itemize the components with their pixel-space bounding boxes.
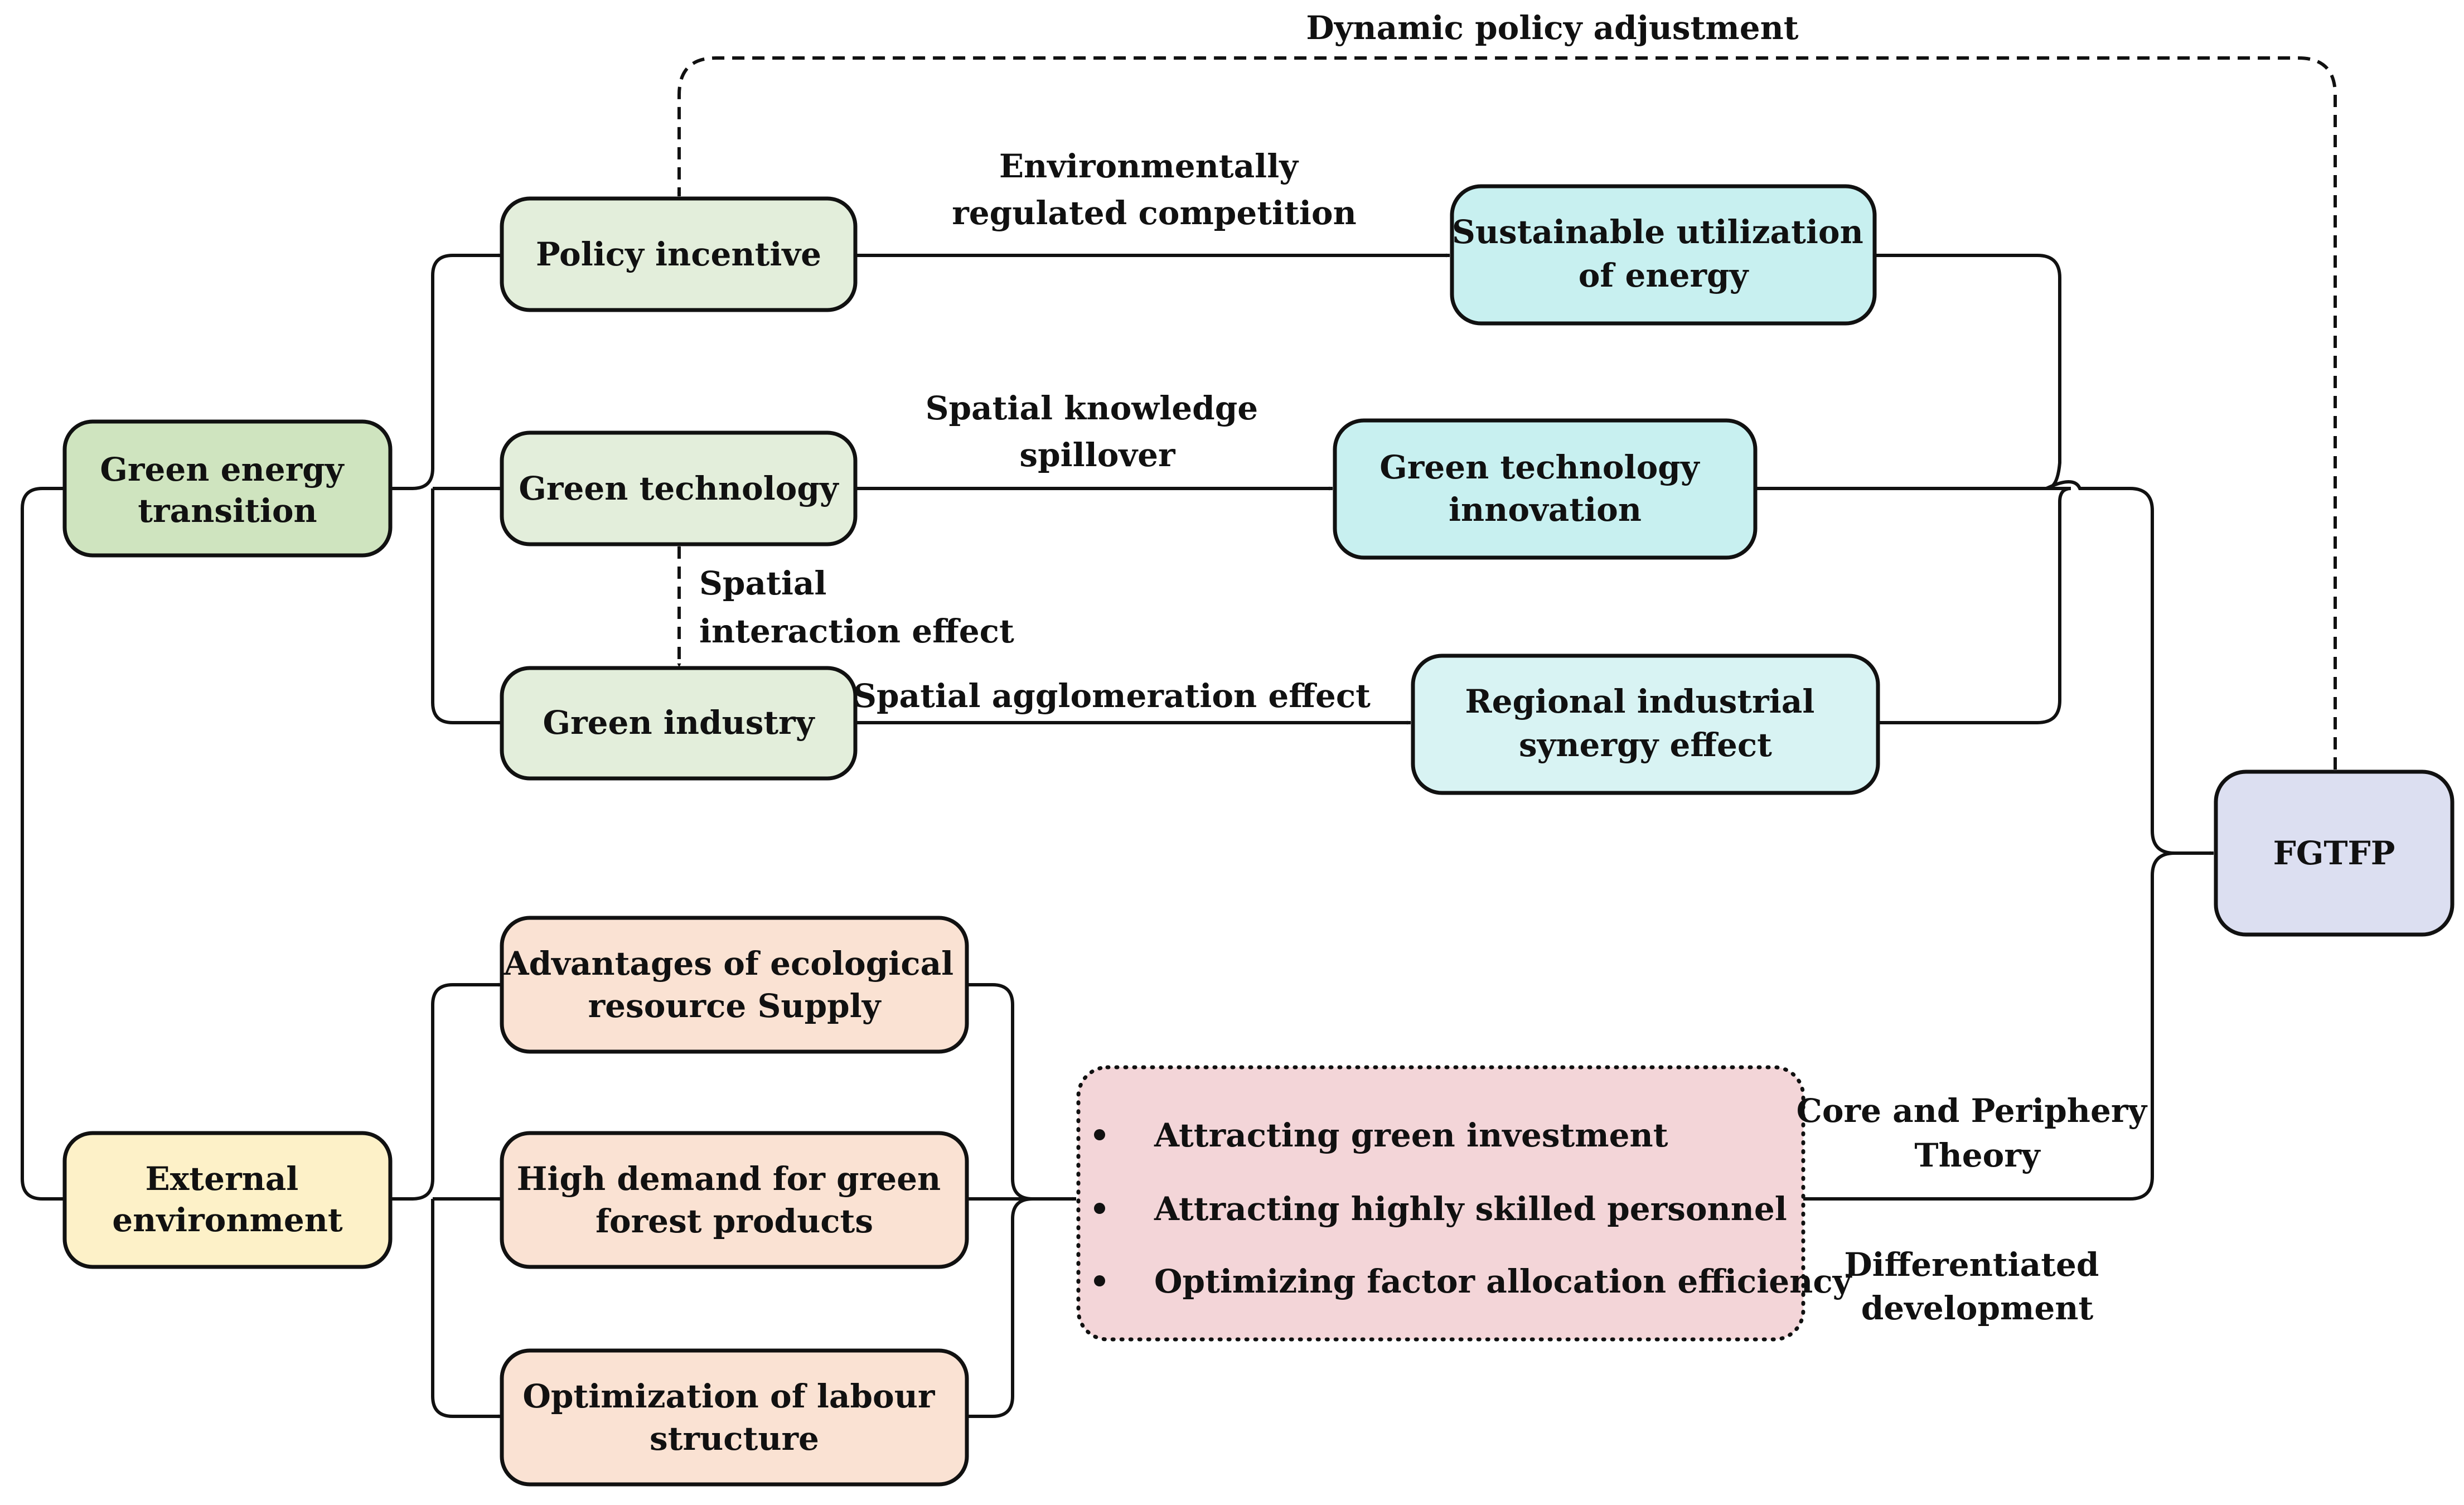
svg-text:Green energy transition: Green energy transition	[100, 451, 355, 530]
svg-text:FGTFP: FGTFP	[2273, 834, 2395, 872]
edge-label-line-1: Core and Periphery	[1797, 1092, 2148, 1130]
svg-text:Policy incentive: Policy incentive	[536, 235, 821, 273]
node-label-line-2: synergy effect	[1519, 726, 1772, 764]
svg-text:Regional industrial syne: Regional industrial synergy effect	[1465, 683, 1826, 764]
bullet-item: Optimizing factor allocation efficiency	[1154, 1262, 1853, 1300]
node-green-energy-transition[interactable]: Green energy transition	[62, 419, 393, 558]
edge-dynamic-feedback	[677, 56, 2337, 770]
node-label-line-1: Green industry	[543, 704, 816, 742]
edge-orange-merge	[967, 983, 1076, 1418]
node-fgtfp[interactable]: FGTFP	[2214, 770, 2455, 937]
node-external-environment[interactable]: External environment	[62, 1131, 393, 1269]
bullet-dot-1	[1094, 1129, 1105, 1140]
svg-text:Sustainable utilization: Sustainable utilization of energy	[1452, 213, 1875, 294]
node-policy-incentive[interactable]: Policy incentive	[500, 196, 858, 312]
node-labour-structure[interactable]: Optimization of labour structure	[500, 1348, 969, 1487]
edge-label-line-2: interaction effect	[699, 612, 1014, 650]
svg-text:Advantages of ecological: Advantages of ecological resource Supply	[504, 945, 965, 1025]
node-green-forest-demand[interactable]: High demand for green forest products	[500, 1131, 969, 1269]
label-environmentally-regulated-competition: Environmentally regulated competition	[952, 147, 1357, 232]
label-dynamic-policy-adjustment: Dynamic policy adjustment	[1306, 9, 1798, 47]
node-green-technology[interactable]: Green technology	[500, 430, 858, 546]
node-label-line-2: of energy	[1579, 257, 1750, 294]
node-label-line-1: Green technology	[519, 470, 840, 507]
svg-text:Green industry: Green industry	[543, 704, 816, 742]
edge-label-line-1: Spatial	[699, 564, 826, 602]
label-spatial-interaction-effect: Spatial interaction effect	[699, 564, 1014, 650]
node-green-industry[interactable]: Green industry	[500, 666, 858, 781]
edge-label-line-2: development	[1861, 1289, 2094, 1327]
bullet-box[interactable]: Attracting green investment Attracting h…	[1076, 1065, 1853, 1342]
bullet-item: Attracting highly skilled personnel	[1154, 1190, 1787, 1228]
node-label-line-1: FGTFP	[2273, 834, 2395, 872]
node-label-line-2: forest products	[596, 1202, 873, 1240]
svg-text:External environment: External environment	[112, 1160, 343, 1239]
svg-text:Attracting green investment: Attracting green investment Attracting h…	[1154, 1116, 1853, 1300]
edge-label-line-2: spillover	[1019, 436, 1176, 474]
node-label-line-2: environment	[112, 1201, 343, 1239]
label-spatial-agglomeration-effect: Spatial agglomeration effect	[853, 677, 1371, 715]
node-label-line-1: Green technology	[1379, 448, 1701, 486]
edge-outcomes-merge	[1875, 254, 2071, 724]
svg-text:High demand for green fo: High demand for green forest products	[517, 1160, 952, 1240]
svg-text:Green technology innovat: Green technology innovation	[1379, 448, 1710, 529]
bullet-dot-2	[1094, 1203, 1105, 1214]
label-spatial-knowledge-spillover: Spatial knowledge spillover	[926, 389, 1270, 474]
label-differentiated-development: Differentiated development	[1844, 1246, 2110, 1327]
node-green-technology-innovation[interactable]: Green technology innovation	[1333, 418, 1758, 560]
edge-bullet-box-to-fgtfp	[1803, 851, 2175, 1201]
edge-label-line-1: Differentiated	[1844, 1246, 2099, 1284]
node-label-line-1: Green energy	[100, 451, 345, 488]
node-label-line-1: Policy incentive	[536, 235, 821, 273]
node-label-line-2: structure	[650, 1420, 819, 1458]
edge-innovation-to-fgtfp	[1755, 480, 2214, 855]
bullet-dot-3	[1094, 1275, 1105, 1286]
node-label-line-1: Advantages of ecological	[504, 945, 954, 983]
node-label-line-2: resource Supply	[588, 987, 882, 1025]
node-sustainable-utilization[interactable]: Sustainable utilization of energy	[1450, 184, 1877, 326]
svg-text:Green technology: Green technology	[519, 470, 840, 507]
edge-external-trunk	[390, 983, 502, 1418]
svg-text:Optimization of labour s: Optimization of labour structure	[522, 1377, 946, 1458]
label-core-periphery-theory: Core and Periphery Theory	[1797, 1092, 2158, 1174]
edge-transition-trunk	[390, 254, 502, 724]
node-label-line-1: High demand for green	[517, 1160, 941, 1198]
node-label-line-1: Regional industrial	[1465, 683, 1814, 720]
bullet-item: Attracting green investment	[1154, 1116, 1668, 1154]
edge-label-line-1: Spatial knowledge	[926, 389, 1258, 427]
node-regional-industrial-synergy[interactable]: Regional industrial synergy effect	[1411, 654, 1880, 795]
edge-label-line-2: regulated competition	[952, 194, 1357, 232]
node-ecological-resource-supply[interactable]: Advantages of ecological resource Supply	[500, 916, 969, 1054]
node-label-line-1: Optimization of labour	[522, 1377, 936, 1415]
edge-label-line-2: Theory	[1914, 1136, 2041, 1174]
edge-label-line-1: Environmentally	[999, 147, 1299, 185]
edge-source-link	[21, 487, 65, 1201]
node-label-line-1: External	[145, 1160, 298, 1198]
node-label-line-2: transition	[138, 492, 317, 530]
node-label-line-1: Sustainable utilization	[1452, 213, 1863, 251]
node-label-line-2: innovation	[1449, 491, 1642, 529]
